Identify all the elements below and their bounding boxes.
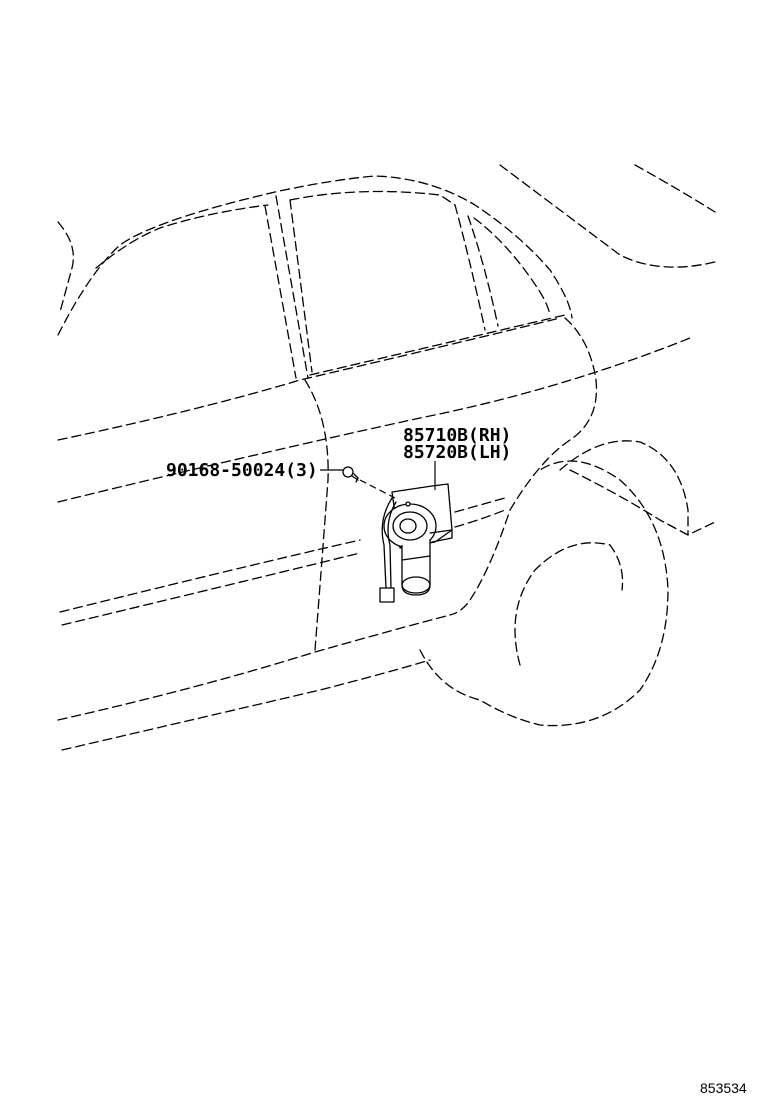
vehicle-outline [57,164,716,751]
part-number-motor-lh: 85720B(LH) [403,442,512,463]
screw-icon [342,466,359,483]
part-number-screw: 90168-50024(3) [166,460,318,481]
screw-to-motor-dashed-line [359,479,396,499]
part-number-motor-rh: 85710B(RH) [403,425,512,446]
window-regulator-motor [379,483,453,603]
illustration-id: 853534 [700,1080,747,1096]
